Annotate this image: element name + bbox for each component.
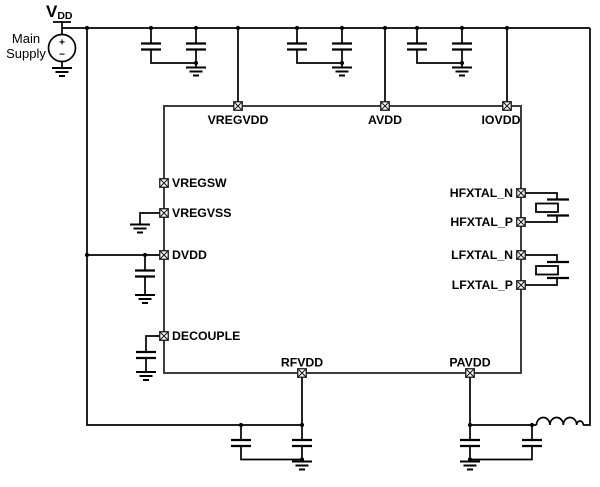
pin-icon-vregsw <box>159 178 169 188</box>
junction-dot <box>299 457 305 462</box>
pin-icon-avdd <box>380 101 390 111</box>
vdd-net-label-main: V <box>46 2 58 21</box>
minus-sign: − <box>59 50 65 61</box>
junction-dot <box>459 25 465 31</box>
junction-dot <box>382 25 388 31</box>
pin-icon-dvdd <box>159 250 169 260</box>
junction-dot <box>529 422 535 428</box>
main-supply-label-line2: Supply <box>6 46 46 61</box>
vdd-net-label-sub: DD <box>57 10 73 22</box>
pin-label-avdd: AVDD <box>368 113 402 127</box>
wire-cap-pair-3 <box>416 28 463 68</box>
pin-icon-lfxtal-n <box>516 250 526 260</box>
hf-crystal-icon <box>525 192 569 223</box>
junction-dots <box>84 25 535 462</box>
pin-label-hfxtal-p: HFXTAL_P <box>450 215 513 229</box>
junction-dot <box>459 60 465 66</box>
inductor-icon <box>535 416 585 426</box>
capacitor-icon <box>450 42 474 51</box>
junction-dot <box>414 25 420 31</box>
junction-dot <box>299 422 305 428</box>
capacitor-icon <box>139 42 163 51</box>
capacitor-icon <box>184 42 208 51</box>
pin-icon-rfvdd <box>297 368 307 378</box>
junction-dot <box>339 25 345 31</box>
pin-icon-vregvdd <box>233 101 243 111</box>
capacitor-icon <box>458 438 482 448</box>
pin-icon-hfxtal-p <box>516 217 526 227</box>
vdd-net-label: VDD <box>46 2 73 22</box>
wire-vregvss-ground <box>139 212 160 225</box>
wire-pavdd-branch <box>469 373 537 462</box>
capacitor-icon <box>285 42 309 51</box>
ground-icon <box>451 66 473 77</box>
pin-icon-iovdd <box>502 101 512 111</box>
wire-dvdd-branch <box>87 254 160 295</box>
pin-label-pavdd: PAVDD <box>449 356 490 370</box>
ground-icon <box>185 66 207 77</box>
junction-dot <box>193 25 199 31</box>
junction-dot <box>235 25 241 31</box>
pin-icon-decouple <box>159 331 169 341</box>
wire-right-branch <box>583 28 591 426</box>
voltage-source: + − <box>47 33 77 63</box>
ground-icon <box>129 223 151 234</box>
wire-top-pin-drops <box>237 28 508 106</box>
junction-dot <box>238 422 244 428</box>
pin-label-rfvdd: RFVDD <box>281 356 323 370</box>
junction-dot <box>504 25 510 31</box>
plus-sign: + <box>59 38 65 49</box>
lf-crystal-icon <box>525 254 569 286</box>
ground-icon <box>134 294 156 304</box>
wire-rfvdd-caps <box>240 425 303 462</box>
pin-label-lfxtal-p: LFXTAL_P <box>452 278 513 292</box>
junction-dot <box>467 457 473 462</box>
junction-dot <box>84 25 90 31</box>
junction-dot <box>339 60 345 66</box>
pin-label-vregsw: VREGSW <box>172 176 227 190</box>
wire-cap-pair-2 <box>296 28 343 68</box>
capacitor-icon <box>229 438 253 448</box>
pin-label-iovdd: IOVDD <box>482 113 521 127</box>
wire-cap-pair-1 <box>150 28 197 68</box>
pin-label-vregvss: VREGVSS <box>172 206 231 220</box>
pin-icon-lfxtal-p <box>516 280 526 290</box>
pin-icon-hfxtal-n <box>516 188 526 198</box>
capacitor-icon <box>405 42 429 51</box>
capacitor-icon <box>133 269 157 278</box>
capacitor-icon <box>134 350 158 360</box>
ground-icon <box>51 67 73 77</box>
capacitor-icon <box>520 438 544 448</box>
junction-dot <box>84 252 90 258</box>
wire-supply-stub <box>53 21 71 68</box>
main-supply-label-line1: Main <box>12 31 40 46</box>
ground-icon <box>291 460 313 471</box>
pin-label-dvdd: DVDD <box>172 248 207 262</box>
pin-label-vregvdd: VREGVDD <box>208 113 269 127</box>
pin-label-decouple: DECOUPLE <box>172 329 240 343</box>
ground-icon <box>331 66 353 77</box>
pin-label-hfxtal-n: HFXTAL_N <box>450 186 513 200</box>
wire-decouple-branch <box>145 335 160 372</box>
pin-icon-pavdd <box>465 368 475 378</box>
wire-left-branch <box>86 28 302 426</box>
junction-dot <box>467 422 473 428</box>
capacitor-icon <box>330 42 354 51</box>
junction-dot <box>193 60 199 66</box>
ground-icon <box>459 460 481 471</box>
pin-icon-vregvss <box>159 208 169 218</box>
pin-label-lfxtal-n: LFXTAL_N <box>451 248 513 262</box>
capacitor-icon <box>290 438 314 448</box>
junction-dot <box>142 252 148 258</box>
ground-icon <box>135 371 157 381</box>
chip-outline <box>163 105 522 374</box>
junction-dot <box>294 25 300 31</box>
junction-dot <box>148 25 154 31</box>
